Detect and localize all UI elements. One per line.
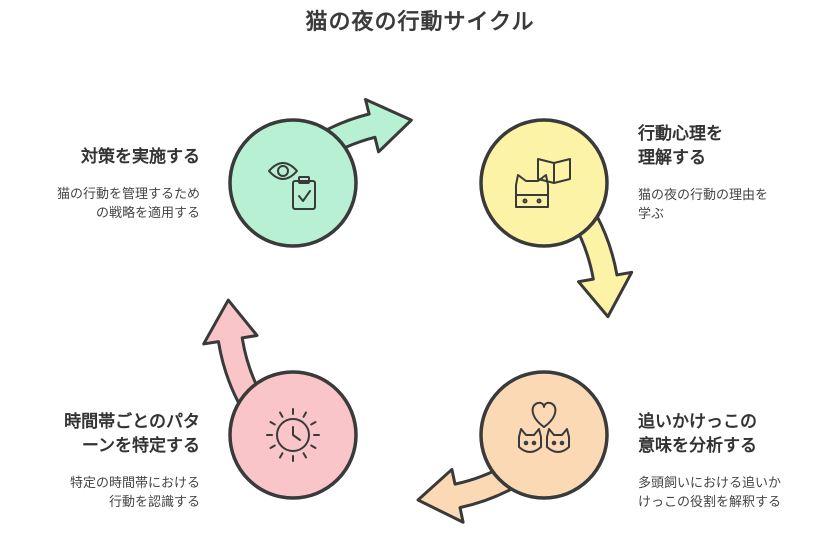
step-node-pattern	[228, 370, 358, 500]
step-heading-line: 意味を分析する	[638, 436, 757, 456]
step-description-line: けっこの役割を解釈する	[638, 495, 782, 510]
step-label-implement: 対策を実施する 猫の行動を管理するため の戦略を適用する	[20, 145, 200, 223]
step-node-implement	[228, 118, 358, 248]
step-heading-line: ーンを特定する	[81, 436, 200, 456]
step-heading-line: 理解する	[638, 148, 706, 168]
step-heading-line: 時間帯ごとのパタ	[64, 412, 200, 432]
step-description-line: 特定の時間帯における	[69, 476, 200, 491]
step-description: 多頭飼いにおける追いか けっこの役割を解釈する	[638, 474, 828, 512]
step-description-line: 猫の行動を管理するため	[56, 187, 200, 202]
step-label-pattern: 時間帯ごとのパタ ーンを特定する 特定の時間帯における 行動を認識する	[20, 410, 200, 512]
step-description: 猫の夜の行動の理由を 学ぶ	[638, 186, 828, 224]
step-description-line: 行動を認識する	[108, 495, 200, 510]
step-description-line: 学ぶ	[638, 207, 665, 222]
step-description: 猫の行動を管理するため の戦略を適用する	[20, 185, 200, 223]
step-label-understand: 行動心理を 理解する 猫の夜の行動の理由を 学ぶ	[638, 122, 828, 224]
step-heading-line: 追いかけっこの	[638, 412, 757, 432]
step-heading-line: 行動心理を	[638, 124, 723, 144]
step-circle	[479, 370, 609, 500]
step-description-line: 多頭飼いにおける追いか	[638, 476, 782, 491]
step-description: 特定の時間帯における 行動を認識する	[20, 474, 200, 512]
step-description-line: の戦略を適用する	[95, 206, 200, 221]
step-circle	[479, 118, 609, 248]
step-node-analyze	[479, 370, 609, 500]
eye-clipboard-icon	[268, 162, 316, 210]
step-heading: 追いかけっこの 意味を分析する	[638, 410, 828, 458]
step-heading: 対策を実施する	[20, 145, 200, 169]
book-cat-icon	[515, 158, 571, 208]
step-node-understand	[479, 118, 609, 248]
step-label-analyze: 追いかけっこの 意味を分析する 多頭飼いにおける追いか けっこの役割を解釈する	[638, 410, 828, 512]
cycle-nodes	[228, 118, 609, 500]
step-heading: 時間帯ごとのパタ ーンを特定する	[20, 410, 200, 458]
step-heading: 行動心理を 理解する	[638, 122, 828, 170]
step-description-line: 猫の夜の行動の理由を	[638, 188, 769, 203]
heart-cats-icon	[518, 401, 570, 453]
step-heading-line: 対策を実施する	[81, 147, 200, 167]
clock-icon	[266, 408, 320, 462]
diagram-title: 猫の夜の行動サイクル	[305, 10, 535, 35]
